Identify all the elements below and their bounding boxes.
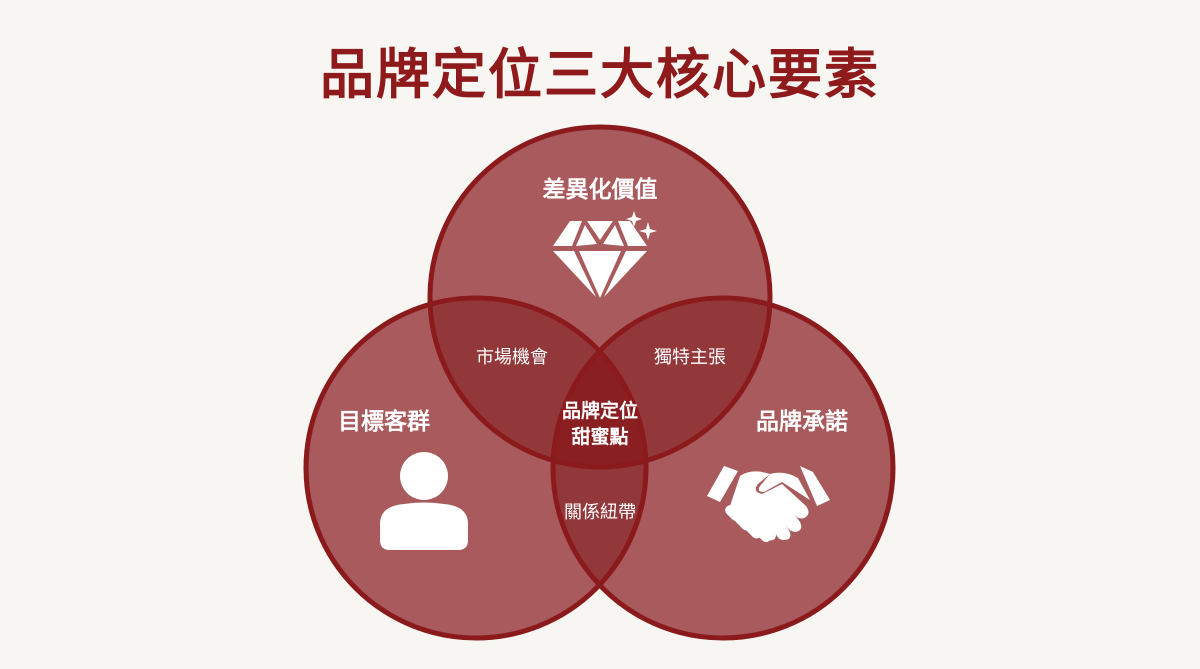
label-brand-promise: 品牌承諾	[756, 409, 848, 435]
person-icon	[380, 452, 468, 550]
diamond-icon	[553, 211, 657, 298]
sweet-spot-line1: 品牌定位	[561, 400, 639, 422]
page-title: 品牌定位三大核心要素	[320, 43, 880, 106]
label-relationship-bond: 關係紐帶	[564, 502, 636, 523]
label-sweet-spot: 品牌定位 甜蜜點	[562, 398, 638, 450]
label-unique-proposition: 獨特主張	[654, 347, 726, 368]
overlap-top-left	[430, 298, 646, 467]
label-differentiated-value: 差異化價值	[542, 177, 658, 203]
handshake-icon	[707, 466, 830, 543]
label-market-opportunity: 市場機會	[476, 347, 548, 368]
label-target-audience: 目標客群	[338, 409, 430, 435]
overlap-top-right	[553, 298, 770, 467]
sweet-spot-line2: 甜蜜點	[571, 426, 629, 448]
